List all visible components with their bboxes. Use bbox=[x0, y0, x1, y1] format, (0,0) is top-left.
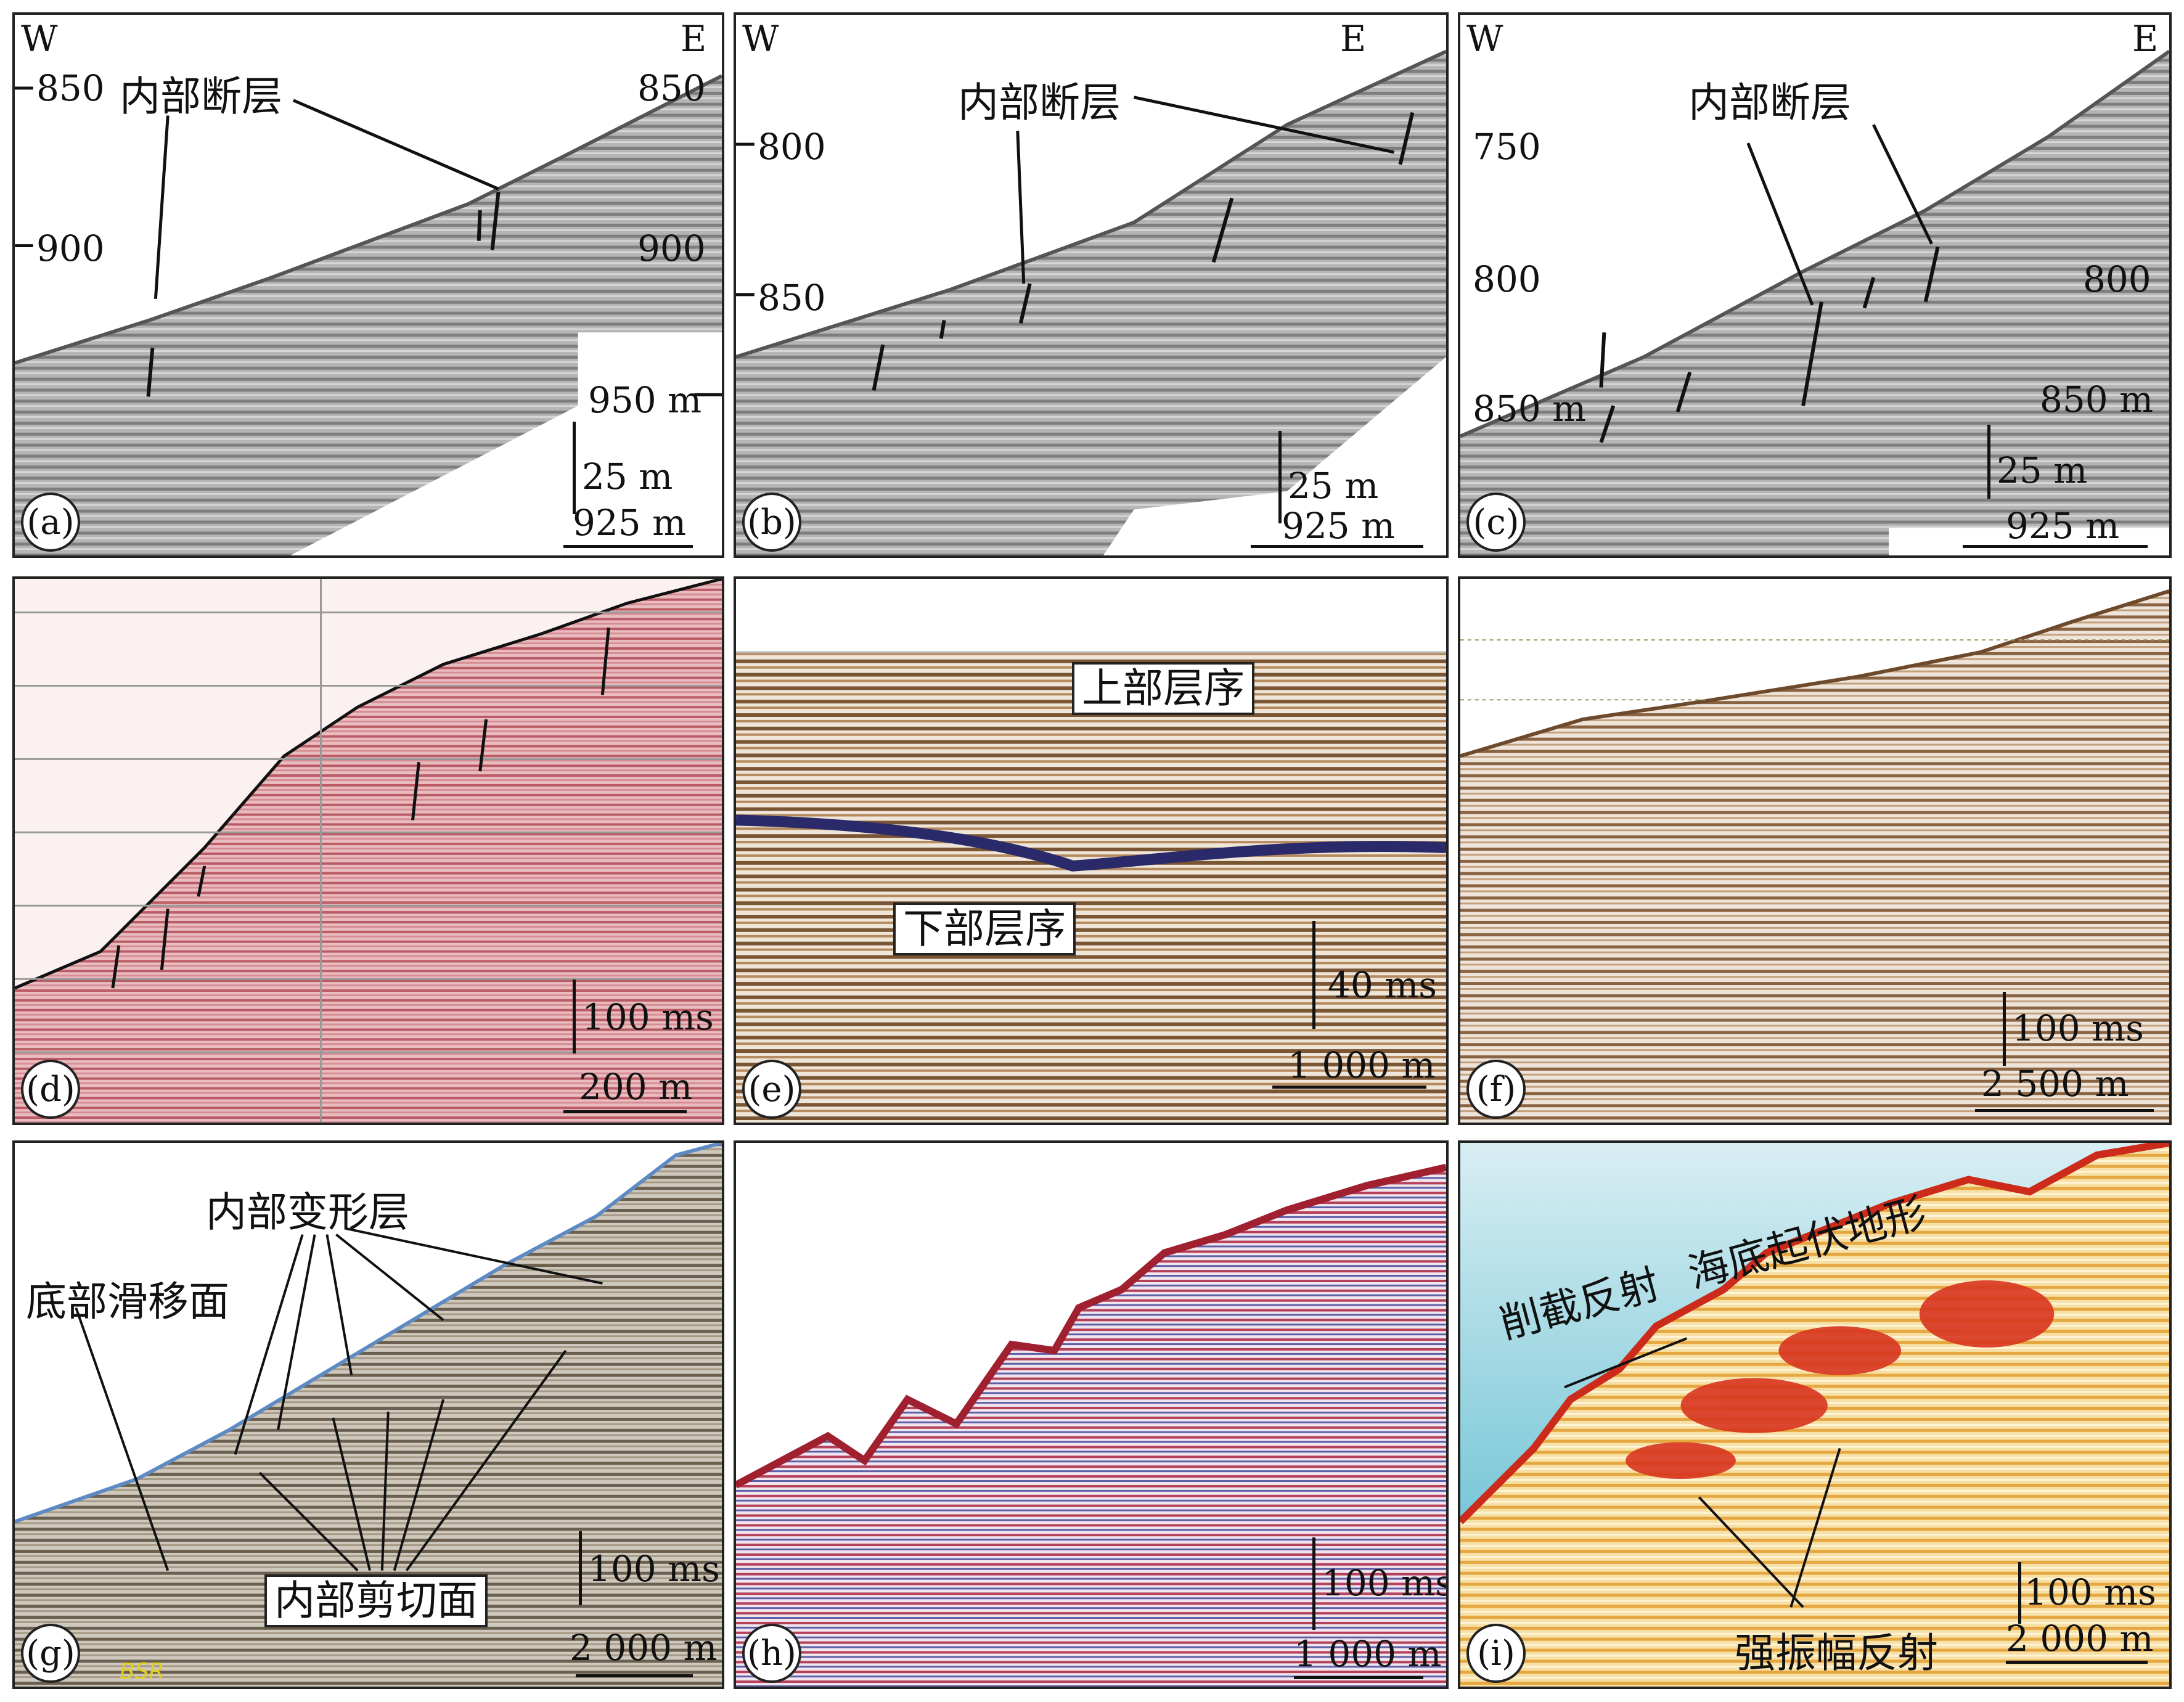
horizontal-scale-label: 1 000 m bbox=[1288, 1044, 1436, 1086]
panel-i: 削截反射 海底起伏地形 强振幅反射 100 ms 2 000 m (i) bbox=[1458, 1140, 2172, 1689]
panel-id-f: (f) bbox=[1466, 1060, 1526, 1119]
panel-id-g: (g) bbox=[21, 1624, 80, 1683]
internal-fault-label: 内部断层 bbox=[958, 79, 1121, 126]
seismic-section-e bbox=[736, 651, 1446, 1123]
vertical-scale-label: 40 ms bbox=[1328, 964, 1438, 1006]
west-label: W bbox=[1466, 18, 1503, 60]
west-label: W bbox=[21, 18, 58, 60]
horizontal-scale-bar bbox=[563, 1110, 687, 1113]
panel-id-d: (d) bbox=[21, 1060, 80, 1119]
internal-shear-surface-label: 内部剪切面 bbox=[264, 1574, 488, 1627]
basal-slip-surface-label: 底部滑移面 bbox=[26, 1278, 229, 1325]
horizontal-scale-label: 2 500 m bbox=[1981, 1063, 2129, 1105]
panel-a: W E 850 900 850 900 950 m 内部断层 25 m 925 … bbox=[12, 12, 724, 558]
vertical-scale-bar bbox=[1278, 431, 1282, 523]
vertical-scale-label: 100 ms bbox=[2012, 1007, 2144, 1049]
vertical-scale-bar bbox=[573, 422, 576, 514]
panel-g: 内部变形层 底部滑移面 内部剪切面 BSR 100 ms 2 000 m (g) bbox=[12, 1140, 724, 1689]
horizontal-scale-label: 925 m bbox=[573, 502, 687, 544]
horizontal-scale-bar bbox=[1272, 1086, 1426, 1089]
vertical-scale-bar bbox=[1987, 425, 1990, 499]
vertical-scale-bar bbox=[573, 980, 576, 1054]
vertical-scale-bar bbox=[1312, 921, 1315, 1029]
depth-left-850: 850 m bbox=[1473, 388, 1587, 430]
horizontal-scale-label: 1 000 m bbox=[1294, 1633, 1442, 1675]
vertical-scale-label: 25 m bbox=[1288, 465, 1379, 507]
east-label: E bbox=[1340, 18, 1367, 60]
panel-b: W E 800 850 内部断层 25 m 925 m (b) bbox=[734, 12, 1449, 558]
upper-sequence-label: 上部层序 bbox=[1072, 662, 1254, 715]
vertical-scale-label: 25 m bbox=[582, 456, 673, 497]
depth-right-800: 800 bbox=[2083, 258, 2151, 300]
panel-e: 上部层序 下部层序 40 ms 1 000 m (e) bbox=[734, 576, 1449, 1125]
horizontal-scale-label: 925 m bbox=[1282, 505, 1396, 547]
west-label: W bbox=[742, 18, 779, 60]
depth-right-950: 950 m bbox=[588, 379, 702, 421]
depth-left-800: 800 bbox=[1473, 258, 1541, 300]
east-label: E bbox=[681, 18, 707, 60]
depth-left-800: 800 bbox=[758, 126, 826, 168]
horizontal-scale-bar bbox=[2006, 1661, 2148, 1664]
strong-amplitude-label: 强振幅反射 bbox=[1735, 1629, 1938, 1677]
seismic-section-i bbox=[1460, 1143, 2169, 1687]
panel-id-b: (b) bbox=[742, 493, 801, 552]
vertical-scale-label: 100 ms bbox=[2024, 1571, 2156, 1613]
seismic-section-h bbox=[736, 1163, 1446, 1687]
panel-id-a: (a) bbox=[21, 493, 80, 552]
horizontal-scale-bar bbox=[1251, 545, 1423, 548]
panel-id-c: (c) bbox=[1466, 493, 1526, 552]
horizontal-scale-bar bbox=[1963, 545, 2148, 548]
panel-id-i: (i) bbox=[1466, 1624, 1526, 1683]
bsr-label: BSR bbox=[120, 1659, 165, 1684]
vertical-scale-bar bbox=[579, 1531, 582, 1605]
seismic-section-a bbox=[15, 74, 722, 555]
horizontal-scale-bar bbox=[1294, 1676, 1423, 1679]
depth-left-750: 750 bbox=[1473, 126, 1541, 168]
vertical-scale-label: 100 ms bbox=[1322, 1562, 1449, 1604]
panel-f: 100 ms 2 500 m (f) bbox=[1458, 576, 2172, 1125]
vertical-scale-label: 100 ms bbox=[588, 1548, 720, 1590]
seismic-section-f bbox=[1460, 589, 2169, 1123]
seismic-section-g bbox=[15, 1143, 722, 1687]
panel-c: W E 750 800 850 m 800 850 m 内部断层 25 m 92… bbox=[1458, 12, 2172, 558]
internal-deformation-label: 内部变形层 bbox=[206, 1189, 409, 1236]
vertical-scale-label: 100 ms bbox=[582, 996, 714, 1038]
panel-d: 100 ms 200 m (d) bbox=[12, 576, 724, 1125]
depth-right-850: 850 bbox=[637, 67, 706, 109]
panel-id-e: (e) bbox=[742, 1060, 801, 1119]
internal-fault-label: 内部断层 bbox=[120, 73, 282, 120]
horizontal-scale-bar bbox=[563, 545, 693, 548]
seismic-section-c bbox=[1460, 50, 2169, 555]
horizontal-scale-bar bbox=[1975, 1109, 2154, 1112]
depth-right-900: 900 bbox=[637, 227, 706, 269]
depth-left-900: 900 bbox=[36, 227, 105, 269]
vertical-scale-bar bbox=[2003, 992, 2006, 1066]
internal-fault-label: 内部断层 bbox=[1688, 79, 1851, 126]
vertical-scale-bar bbox=[1312, 1537, 1315, 1630]
horizontal-scale-label: 2 000 m bbox=[570, 1627, 718, 1669]
depth-left-850: 850 bbox=[36, 67, 105, 109]
east-label: E bbox=[2132, 18, 2159, 60]
horizontal-scale-label: 200 m bbox=[579, 1066, 693, 1108]
depth-right-850: 850 m bbox=[2040, 378, 2154, 420]
seismic-section-b bbox=[736, 49, 1446, 555]
vertical-scale-bar bbox=[2018, 1562, 2021, 1624]
depth-left-850: 850 bbox=[758, 277, 826, 319]
panel-h: 100 ms 1 000 m (h) bbox=[734, 1140, 1449, 1689]
seismic-section-d bbox=[15, 579, 722, 1123]
horizontal-scale-label: 925 m bbox=[2006, 505, 2120, 547]
lower-sequence-label: 下部层序 bbox=[893, 902, 1076, 955]
panel-id-h: (h) bbox=[742, 1624, 801, 1683]
vertical-scale-label: 25 m bbox=[1997, 449, 2088, 491]
horizontal-scale-bar bbox=[576, 1674, 693, 1677]
horizontal-scale-label: 2 000 m bbox=[2006, 1618, 2154, 1659]
